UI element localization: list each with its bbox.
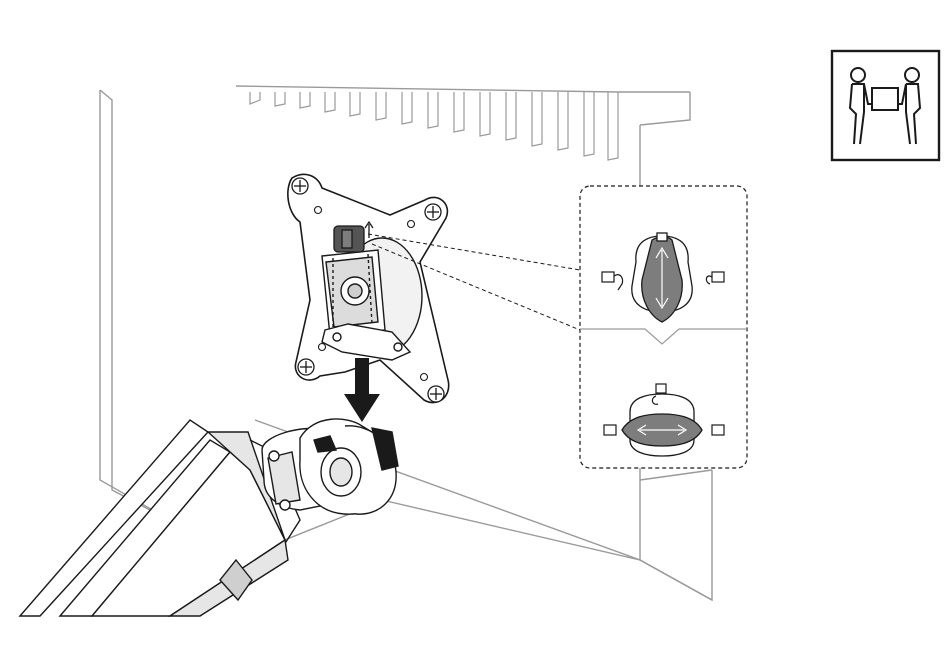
down-arrow-icon xyxy=(344,358,380,422)
quick-release-bracket xyxy=(321,237,423,361)
lock-detail-callout xyxy=(579,185,748,469)
plate-hole xyxy=(313,205,429,382)
monitor-vent-slots xyxy=(249,92,619,161)
monitor-arm xyxy=(18,418,399,617)
plate-screw xyxy=(291,177,445,403)
two-person-lift-icon xyxy=(830,49,941,162)
lock-icon xyxy=(711,424,725,436)
lock-icon xyxy=(651,383,667,405)
bracket-lock-knob xyxy=(333,220,374,253)
unlock-icon xyxy=(601,271,624,291)
knob-horizontal-locked xyxy=(621,393,703,457)
knob-vertical-unlocked xyxy=(631,232,693,323)
callout-leader-lines xyxy=(367,233,581,331)
unlock-icon xyxy=(603,424,617,436)
lock-icon xyxy=(705,271,725,285)
